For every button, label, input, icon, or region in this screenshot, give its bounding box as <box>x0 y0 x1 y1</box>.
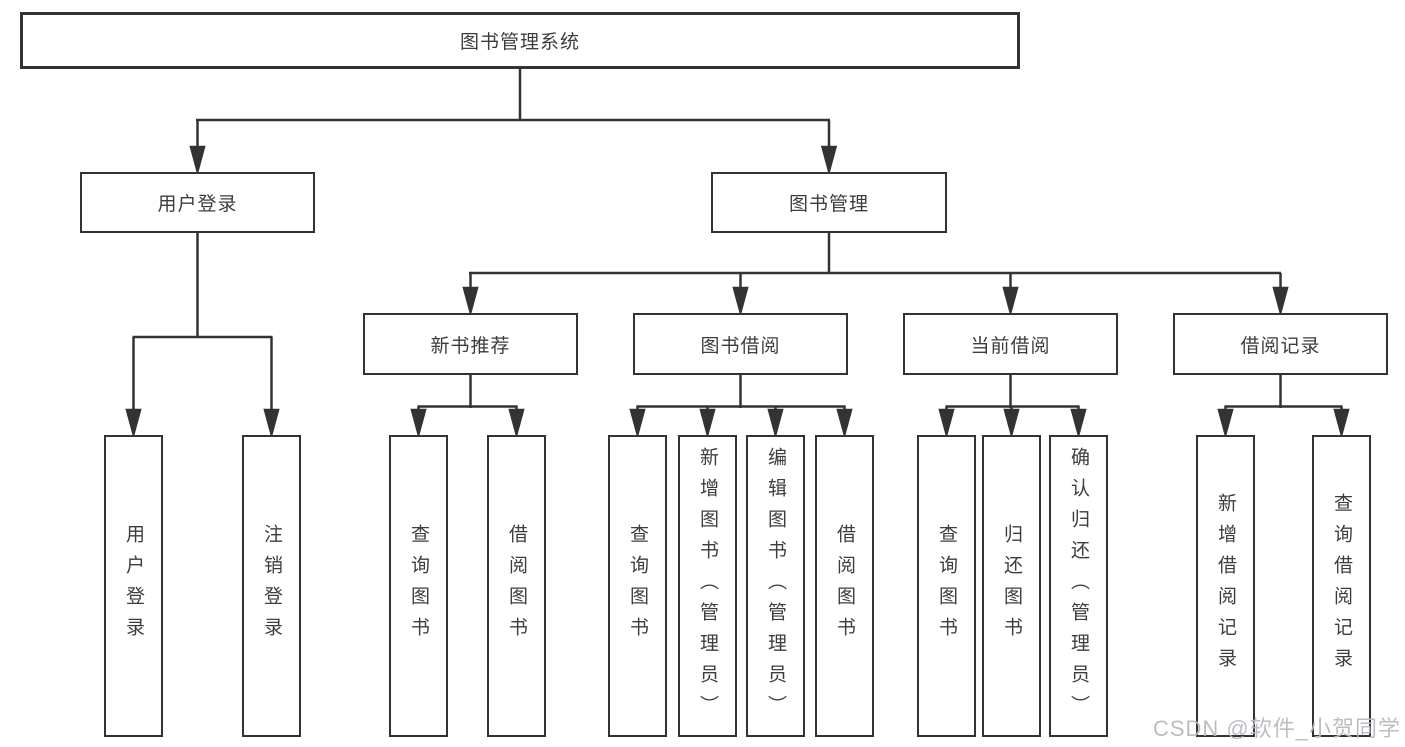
node-label: 用户登录 <box>123 524 144 648</box>
node-root-library-system: 图书管理系统 <box>20 12 1020 69</box>
node-label: 新增图书（管理员） <box>697 446 718 726</box>
node-label: 当前借阅 <box>970 335 1051 357</box>
node-label: 用户登录 <box>157 194 238 215</box>
connector-current-to-leaves <box>938 375 1087 439</box>
node-label: 查询图书 <box>936 524 957 648</box>
node-label: 查询借阅记录 <box>1331 493 1352 679</box>
connector-records-to-leaves <box>1217 375 1350 439</box>
leaf-logout: 注销登录 <box>242 435 301 737</box>
leaf-edit-books-admin: 编辑图书（管理员） <box>746 435 805 737</box>
node-label: 图书管理 <box>788 194 869 215</box>
node-label: 编辑图书（管理员） <box>765 446 786 726</box>
node-label: 借阅记录 <box>1240 335 1321 357</box>
leaf-recommend-query-books: 查询图书 <box>389 435 448 737</box>
connector-borrow-to-leaves <box>629 375 853 439</box>
leaf-add-borrow-record: 新增借阅记录 <box>1196 435 1255 737</box>
node-label: 查询图书 <box>627 524 648 648</box>
node-label: 借阅图书 <box>834 524 855 648</box>
connector-root-to-level2 <box>189 69 838 176</box>
node-label: 新书推荐 <box>430 335 511 357</box>
leaf-return-books: 归还图书 <box>982 435 1041 737</box>
node-label: 确认归还（管理员） <box>1068 446 1089 726</box>
node-borrow-records: 借阅记录 <box>1173 313 1388 375</box>
leaf-current-query-books: 查询图书 <box>917 435 976 737</box>
leaf-query-borrow-record: 查询借阅记录 <box>1312 435 1371 737</box>
leaf-confirm-return-admin: 确认归还（管理员） <box>1049 435 1108 737</box>
node-label: 图书借阅 <box>700 335 781 357</box>
connector-userlogin-to-leaves <box>125 233 280 439</box>
node-user-login-branch: 用户登录 <box>80 172 315 233</box>
node-label: 注销登录 <box>261 524 282 648</box>
connector-recommend-to-leaves <box>410 375 525 439</box>
leaf-borrow-query-books: 查询图书 <box>608 435 667 737</box>
node-label: 查询图书 <box>408 524 429 648</box>
node-new-book-recommend: 新书推荐 <box>363 313 578 375</box>
leaf-add-books-admin: 新增图书（管理员） <box>678 435 737 737</box>
leaf-recommend-borrow-books: 借阅图书 <box>487 435 546 737</box>
node-current-borrow: 当前借阅 <box>903 313 1118 375</box>
leaf-borrow-books: 借阅图书 <box>815 435 874 737</box>
node-label: 新增借阅记录 <box>1215 493 1236 679</box>
leaf-user-login: 用户登录 <box>104 435 163 737</box>
node-label: 图书管理系统 <box>459 32 580 53</box>
node-label: 归还图书 <box>1001 524 1022 648</box>
node-book-management-branch: 图书管理 <box>711 172 947 233</box>
node-label: 借阅图书 <box>506 524 527 648</box>
connector-bookmgmt-to-level3 <box>462 233 1289 317</box>
node-book-borrow: 图书借阅 <box>633 313 848 375</box>
